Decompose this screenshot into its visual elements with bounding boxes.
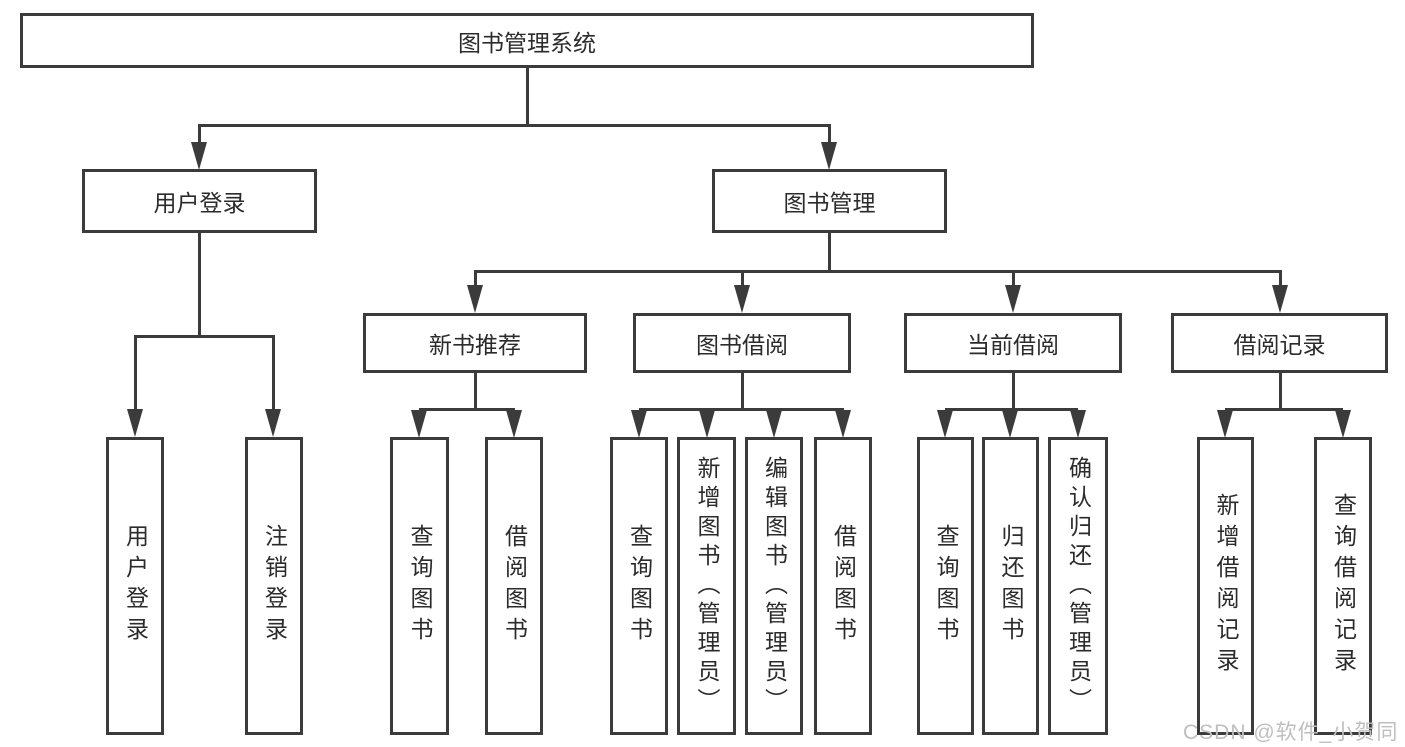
leaf-borrow-books-recommend: 借阅图书 xyxy=(485,437,543,735)
connector-stem xyxy=(198,124,201,147)
connector-stub xyxy=(198,233,201,335)
leaf-query-books-current: 查询图书 xyxy=(917,437,974,735)
leaf-edit-book-admin: 编辑图书（管理员） xyxy=(745,437,803,735)
connector-stem xyxy=(134,335,137,411)
leaf-add-book-admin: 新增图书（管理员） xyxy=(677,437,736,735)
connector-stub xyxy=(1279,373,1282,408)
leaf-query-borrow-record: 查询借阅记录 xyxy=(1314,437,1372,735)
connector-stub xyxy=(474,373,477,408)
arrow-down-icon xyxy=(937,410,953,438)
arrow-down-icon xyxy=(411,410,427,438)
connector-stem xyxy=(1012,270,1015,288)
connector-stem xyxy=(474,270,477,288)
arrow-down-icon xyxy=(734,285,750,313)
arrow-down-icon xyxy=(1002,410,1018,438)
connector-rail xyxy=(1225,408,1343,411)
leaf-add-borrow-record: 新增借阅记录 xyxy=(1197,437,1254,735)
node-book-borrowing: 图书借阅 xyxy=(633,313,851,373)
arrow-down-icon xyxy=(1217,410,1233,438)
arrow-down-icon xyxy=(631,410,647,438)
leaf-query-books-recommend: 查询图书 xyxy=(390,437,449,735)
node-library-system: 图书管理系统 xyxy=(20,13,1034,68)
connector-root-rail xyxy=(198,124,831,127)
arrow-down-icon xyxy=(835,410,851,438)
leaf-confirm-return-admin: 确认归还（管理员） xyxy=(1048,437,1108,735)
connector-rail xyxy=(134,335,273,338)
arrow-down-icon xyxy=(191,142,207,170)
connector-stub xyxy=(1012,373,1015,408)
arrow-down-icon xyxy=(1272,285,1288,313)
connector-stub xyxy=(828,233,831,270)
leaf-logout-login: 注销登录 xyxy=(245,437,303,735)
connector-rail xyxy=(419,408,515,411)
node-new-book-recommend: 新书推荐 xyxy=(363,313,587,373)
node-borrowing-records: 借阅记录 xyxy=(1171,313,1388,373)
connector-stem xyxy=(272,335,275,411)
connector-rail xyxy=(639,408,844,411)
arrow-down-icon xyxy=(1005,285,1021,313)
arrow-down-icon xyxy=(766,410,782,438)
arrow-down-icon xyxy=(506,410,522,438)
leaf-user-login: 用户登录 xyxy=(106,437,164,735)
node-current-borrowing: 当前借阅 xyxy=(904,313,1122,373)
arrow-down-icon xyxy=(699,410,715,438)
connector-rail xyxy=(474,270,1282,273)
arrow-down-icon xyxy=(265,409,281,437)
arrow-down-icon xyxy=(127,409,143,437)
leaf-query-books-borrowing: 查询图书 xyxy=(610,437,668,735)
leaf-return-books: 归还图书 xyxy=(982,437,1039,735)
connector-stem xyxy=(1279,270,1282,288)
node-book-management: 图书管理 xyxy=(712,169,947,233)
connector-stem xyxy=(828,124,831,147)
arrow-down-icon xyxy=(1335,410,1351,438)
csdn-watermark: CSDN @软件_小贺同学 xyxy=(1183,721,1399,744)
arrow-down-icon xyxy=(821,142,837,170)
connector-stub xyxy=(741,373,744,408)
connector-root-stub xyxy=(526,68,529,124)
connector-rail xyxy=(945,408,1078,411)
arrow-down-icon xyxy=(467,285,483,313)
arrow-down-icon xyxy=(1070,410,1086,438)
connector-stem xyxy=(741,270,744,288)
node-user-login: 用户登录 xyxy=(82,169,317,233)
leaf-borrow-books: 借阅图书 xyxy=(814,437,872,735)
